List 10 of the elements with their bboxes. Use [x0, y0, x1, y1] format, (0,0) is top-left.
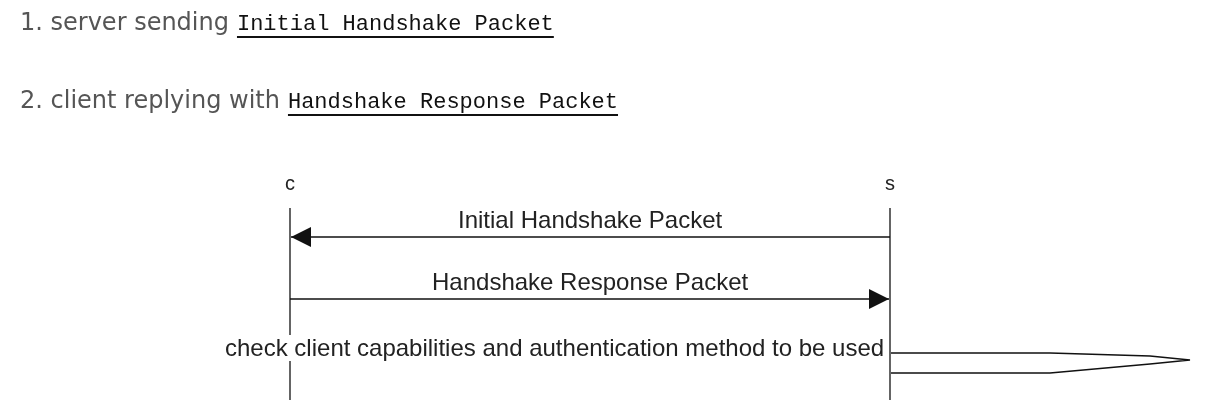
message-label: Initial Handshake Packet	[457, 207, 724, 233]
step-text: 2. client replying with	[20, 86, 280, 114]
code-text: Handshake Response Packet	[287, 90, 618, 115]
participant-label: s	[884, 172, 896, 195]
message-label: Handshake Response Packet	[431, 269, 750, 295]
message-arrow	[289, 289, 890, 309]
message-arrow	[290, 227, 891, 247]
code-text: Initial Handshake Packet	[236, 12, 554, 37]
participant-label: c	[284, 172, 296, 195]
step-text: 1. server sending	[20, 8, 229, 36]
